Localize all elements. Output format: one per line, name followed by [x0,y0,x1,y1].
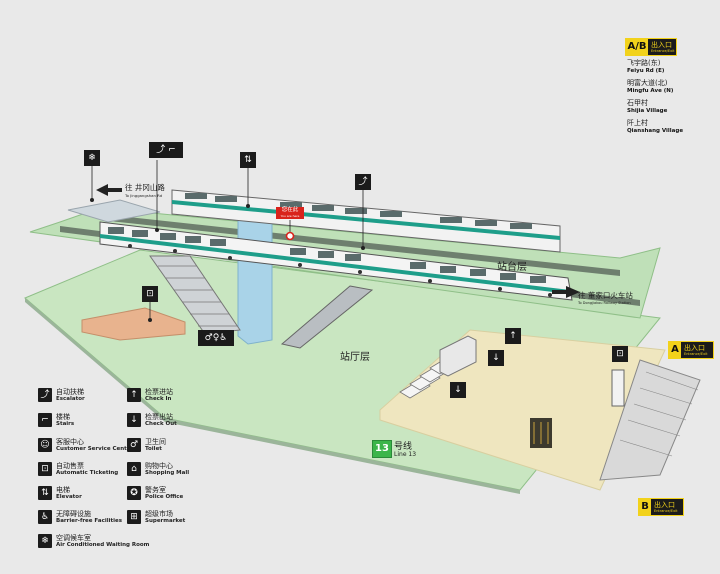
ticketing-icon-2: ⊡ [612,346,628,362]
ticket-machine [611,369,625,407]
escalator-structure [280,285,374,349]
concourse-level-label: 站厅层 [340,352,370,363]
track-bed-lower [100,214,620,276]
destination-en: Shijia Village [627,108,668,114]
exit-ab-sign: A/B 出入口 Entrance/Exit [625,38,677,56]
elevator-icon: ⇅ [240,152,256,168]
direction-right-label: 往 董家口火车站 To Dongjiakou Railway Station [578,290,633,305]
exit-ab-label-en: Entrance/Exit [651,49,675,53]
exit-b-label-en: Entrance/Exit [654,509,678,513]
destination-en: Mingfu Ave (N) [627,88,674,94]
exit-ab-letter: A/B [626,39,648,55]
platform-end-block [67,199,161,223]
check-out-icon: ↓ [488,350,504,366]
destination-zh: 石甲村 [627,99,648,107]
air-conditioning-icon: ❄ [84,150,100,166]
train-front [99,221,573,301]
train-back [171,189,561,253]
destination-zh: 明富大道(北) [627,79,668,87]
destination-item: 明富大道(北) Mingfu Ave (N) [627,78,673,94]
arrow-right [552,286,580,298]
destination-en: Feiyu Rd (E) [627,68,665,74]
ticketing-icon: ⊡ [142,286,158,302]
line-number: 13 [372,440,392,458]
you-are-here-dot [285,231,295,241]
you-are-here-en: You are here [280,214,300,218]
exit-a-stairs [599,359,701,481]
destination-item: 石甲村 Shijia Village [627,98,667,114]
destination-zh: 阡上村 [627,119,648,127]
destination-item: 阡上村 Qianshang Village [627,118,683,134]
check-in-icon: ↑ [505,328,521,344]
exit-b-letter: B [639,499,651,515]
you-are-here-badge: 您在此 You are here [276,207,304,219]
exit-ab-label-zh: 出入口 [651,41,672,49]
exit-a-label-en: Entrance/Exit [684,352,708,356]
destination-en: Qianshang Village [627,128,684,134]
exit-b-sign: B 出入口 Entrance/Exit [638,498,684,516]
direction-left-en: To Jinggangshan Rd [125,193,163,198]
service-centre-booth [439,335,477,377]
escalator-icon: ⤴ [355,174,371,190]
you-are-here-zh: 您在此 [281,207,299,213]
check-out-icon-2: ↓ [450,382,466,398]
service-room [81,307,186,341]
direction-right-zh: 往 董家口火车站 [578,291,633,300]
platform-level-label: 站台层 [497,262,527,273]
exit-a-letter: A [669,342,681,358]
direction-right-en: To Dongjiakou Railway Station [578,301,631,305]
exit-b-label-zh: 出入口 [654,501,675,509]
destination-zh: 飞宇路(东) [627,59,661,67]
escalator-stairs-icon: ⤴ ⌐ [149,142,183,158]
arrow-left [96,184,122,196]
direction-left-label: 往 井冈山路 To Jinggangshan Rd [125,182,165,198]
direction-left-zh: 往 井冈山路 [125,183,165,192]
destination-item: 飞宇路(东) Feiyu Rd (E) [627,58,664,74]
toilet-accessibility-icon: ♂♀♿ [198,330,234,346]
exit-a-label-zh: 出入口 [684,344,705,352]
exit-a-sign: A 出入口 Entrance/Exit [668,341,714,359]
line-en: Line 13 [394,451,417,458]
stairs-structure [149,255,241,335]
line-zh: 号线 [394,442,413,452]
